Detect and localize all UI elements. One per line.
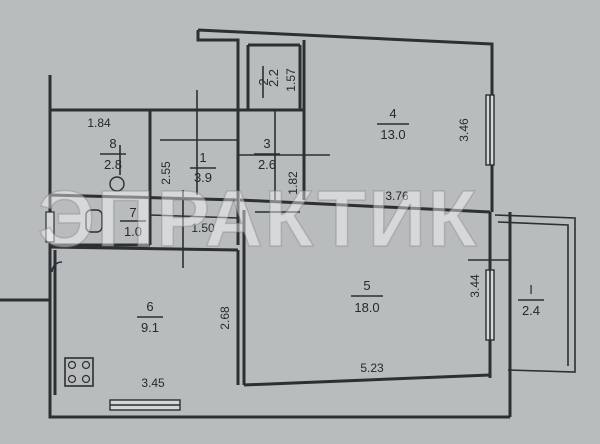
room-1-number: 1 (199, 150, 206, 165)
room-8-area: 2.8 (104, 157, 122, 172)
dim-3-44: 3.44 (468, 274, 482, 298)
room-5-number: 5 (363, 278, 370, 293)
room-6-number: 6 (146, 299, 153, 314)
room-8-number: 8 (109, 136, 116, 151)
dim-1-84: 1.84 (87, 116, 111, 130)
stove-icon (64, 357, 94, 387)
sink-icon (85, 209, 103, 233)
room-3-area: 2.6 (258, 157, 276, 172)
dim-2-68: 2.68 (218, 306, 232, 330)
dim-3-45: 3.45 (141, 376, 165, 390)
room-6-area: 9.1 (141, 320, 159, 335)
dim-3-76: 3.76 (385, 189, 409, 203)
room-7-area: 1.0 (124, 224, 142, 239)
dim-1-57: 1.57 (284, 68, 298, 92)
windows (45, 94, 495, 411)
dim-5-23: 5.23 (360, 361, 384, 375)
room-3-number: 3 (263, 136, 270, 151)
dimension-lines (119, 90, 510, 268)
toilet-icon (109, 176, 125, 192)
balcony-area: 2.4 (522, 303, 540, 318)
room-labels: 1 3.9 2 2.2 3 2.6 4 13.0 5 18.0 6 9.1 7 … (100, 66, 544, 335)
room-4-area: 13.0 (380, 127, 405, 142)
balcony-number: I (529, 282, 533, 297)
fixtures (51, 176, 125, 387)
room-4-number: 4 (389, 106, 396, 121)
dim-2-55: 2.55 (159, 161, 173, 185)
room-7-number: 7 (129, 205, 136, 220)
dim-3-46: 3.46 (457, 118, 471, 142)
room-5-area: 18.0 (354, 300, 379, 315)
dim-1-82: 1.82 (286, 171, 300, 195)
room-1-area: 3.9 (194, 170, 212, 185)
balcony (494, 214, 576, 373)
room-2-area: 2.2 (266, 69, 281, 87)
dimension-labels: 1.84 2.55 1.57 1.82 3.46 3.76 1.50 2.68 … (87, 68, 482, 390)
door-swing-icon (51, 261, 63, 273)
dim-1-50: 1.50 (191, 221, 215, 235)
